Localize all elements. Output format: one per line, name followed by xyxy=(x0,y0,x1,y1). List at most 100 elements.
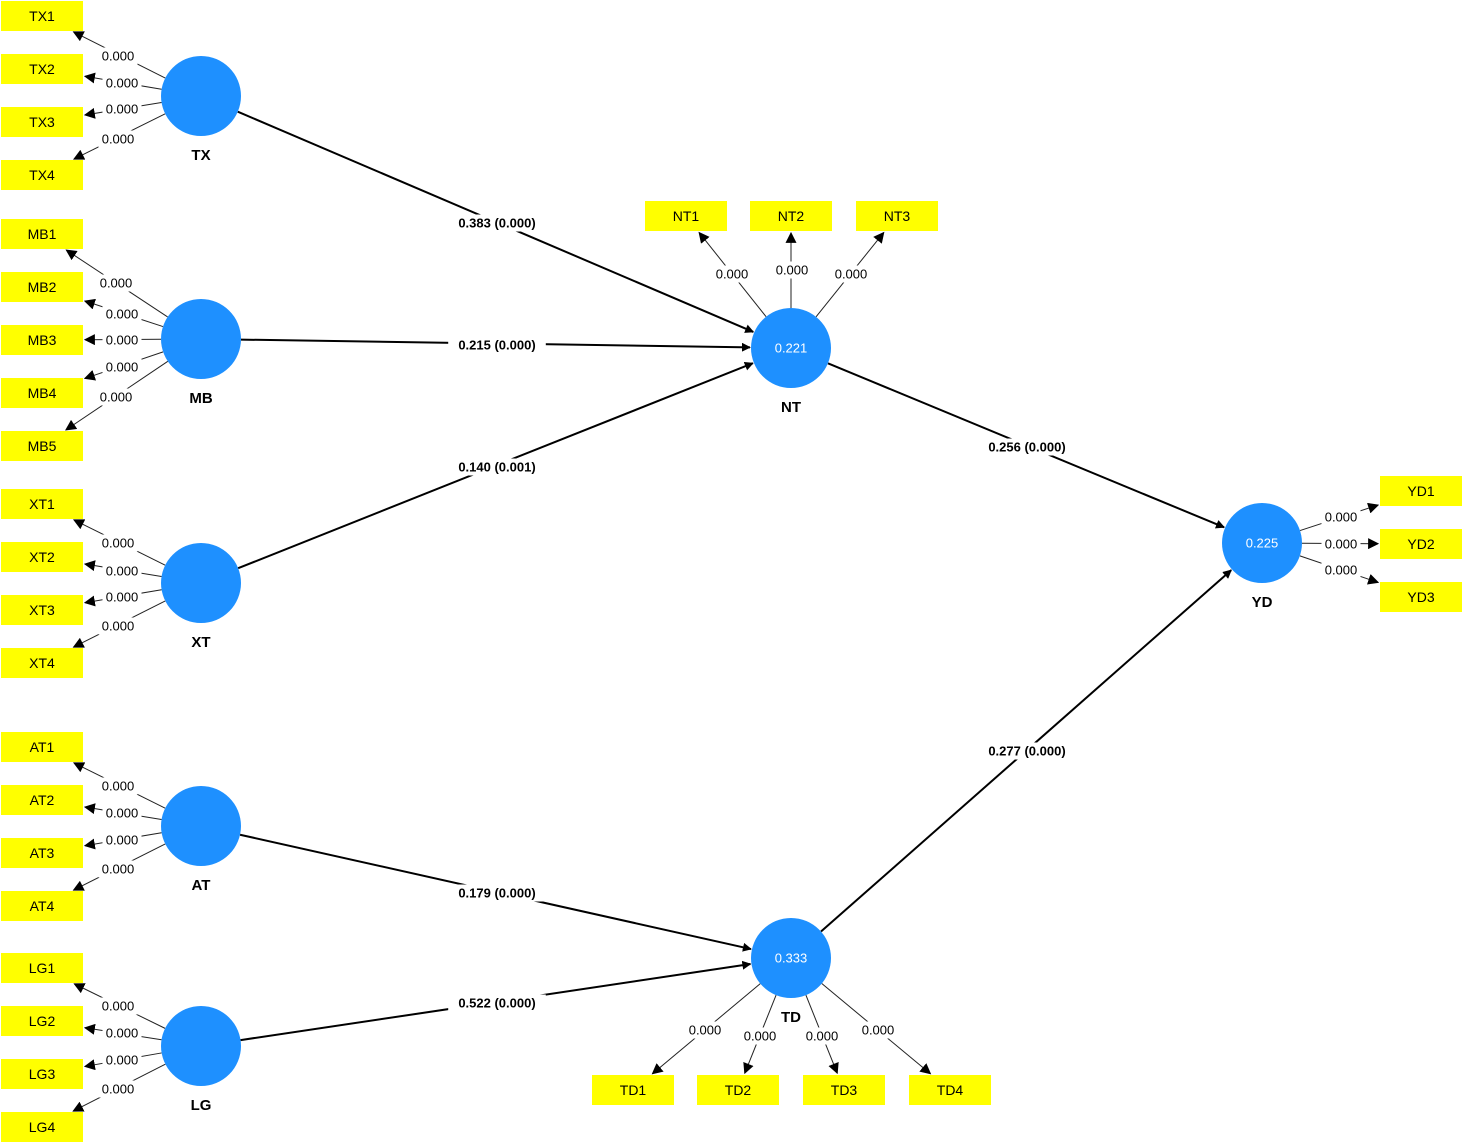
loading-pvalue-at3-bg xyxy=(102,831,142,849)
loading-pvalue-at2-bg xyxy=(102,804,142,822)
indicator-box xyxy=(1,595,83,625)
indicator-xt2[interactable]: XT2 xyxy=(1,542,83,572)
loading-pvalue-lg2-bg xyxy=(102,1024,142,1042)
indicator-label: MB3 xyxy=(28,332,57,348)
indicator-yd3[interactable]: YD3 xyxy=(1380,582,1462,612)
loading-pvalue-tx2-bg xyxy=(102,74,142,92)
loading-pvalue-xt3: 0.000 xyxy=(106,590,139,605)
latent-name: YD xyxy=(1252,594,1273,611)
indicator-yd2[interactable]: YD2 xyxy=(1380,529,1462,559)
r-squared-value: 0.225 xyxy=(1246,536,1279,551)
loading-pvalue-mb1-group: 0.000 xyxy=(96,274,136,292)
indicator-nt2[interactable]: NT2 xyxy=(750,201,832,231)
indicator-td1[interactable]: TD1 xyxy=(592,1075,674,1105)
loading-pvalue-mb5: 0.000 xyxy=(100,390,133,405)
loading-pvalue-xt2: 0.000 xyxy=(106,564,139,579)
indicator-box xyxy=(1,160,83,190)
loading-pvalue-tx4-bg xyxy=(98,130,138,148)
latent-name: TD xyxy=(781,1009,801,1026)
latent-node-xt[interactable]: XT xyxy=(161,543,241,651)
loading-pvalue-lg4-bg xyxy=(98,1080,138,1098)
indicator-lg1[interactable]: LG1 xyxy=(1,953,83,983)
indicator-tx1[interactable]: TX1 xyxy=(1,1,83,31)
indicator-label: MB4 xyxy=(28,385,57,401)
indicator-tx3[interactable]: TX3 xyxy=(1,107,83,137)
indicator-lg4[interactable]: LG4 xyxy=(1,1112,83,1142)
loading-pvalue-mb3-bg xyxy=(102,331,142,349)
loading-pvalue-nt2: 0.000 xyxy=(776,263,809,278)
indicator-at2[interactable]: AT2 xyxy=(1,785,83,815)
loading-pvalue-tx3: 0.000 xyxy=(106,102,139,117)
indicator-nt3[interactable]: NT3 xyxy=(856,201,938,231)
loading-pvalue-mb4-bg xyxy=(102,358,142,376)
indicator-box xyxy=(1,953,83,983)
indicator-label: TX3 xyxy=(29,114,55,130)
latent-node-tx[interactable]: TX xyxy=(161,56,241,164)
loading-pvalue-nt1: 0.000 xyxy=(716,267,749,282)
indicator-lg3[interactable]: LG3 xyxy=(1,1059,83,1089)
loading-pvalue-nt3-group: 0.000 xyxy=(831,265,871,283)
indicator-nt1[interactable]: NT1 xyxy=(645,201,727,231)
indicator-label: MB2 xyxy=(28,279,57,295)
indicator-yd1[interactable]: YD1 xyxy=(1380,476,1462,506)
indicator-mb3[interactable]: MB3 xyxy=(1,325,83,355)
indicator-at4[interactable]: AT4 xyxy=(1,891,83,921)
path-coef-label-nt-yd: 0.256 (0.000) xyxy=(988,440,1065,455)
indicator-mb2[interactable]: MB2 xyxy=(1,272,83,302)
indicator-label: TX2 xyxy=(29,61,55,77)
latent-name: TX xyxy=(191,147,210,164)
indicator-label: XT2 xyxy=(29,549,55,565)
indicator-xt4[interactable]: XT4 xyxy=(1,648,83,678)
indicator-box xyxy=(1,542,83,572)
indicator-tx2[interactable]: TX2 xyxy=(1,54,83,84)
latent-node-at[interactable]: AT xyxy=(161,786,241,894)
indicator-label: TX1 xyxy=(29,8,55,24)
path-coef-label-nt-yd-bg xyxy=(978,438,1076,456)
indicator-td3[interactable]: TD3 xyxy=(803,1075,885,1105)
indicator-xt1[interactable]: XT1 xyxy=(1,489,83,519)
indicator-td4[interactable]: TD4 xyxy=(909,1075,991,1105)
indicator-lg2[interactable]: LG2 xyxy=(1,1006,83,1036)
indicator-label: MB5 xyxy=(28,438,57,454)
path-coef-label-td-yd-bg xyxy=(978,742,1076,760)
r-squared-value: 0.333 xyxy=(775,951,808,966)
latent-name: LG xyxy=(191,1097,212,1114)
indicator-box xyxy=(1,325,83,355)
indicator-box xyxy=(1,648,83,678)
indicator-label: LG3 xyxy=(29,1066,56,1082)
latent-name: XT xyxy=(191,634,210,651)
indicator-td2[interactable]: TD2 xyxy=(697,1075,779,1105)
r-squared-value: 0.221 xyxy=(775,341,808,356)
indicator-label: LG4 xyxy=(29,1119,56,1135)
indicator-xt3[interactable]: XT3 xyxy=(1,595,83,625)
indicator-at1[interactable]: AT1 xyxy=(1,732,83,762)
loading-pvalue-xt3-bg xyxy=(102,588,142,606)
indicator-label: NT2 xyxy=(778,208,805,224)
indicator-label: TD2 xyxy=(725,1082,752,1098)
latent-node-mb[interactable]: MB xyxy=(161,299,241,407)
loading-pvalue-at3: 0.000 xyxy=(106,833,139,848)
loading-pvalue-mb1: 0.000 xyxy=(100,276,133,291)
loading-pvalue-td1: 0.000 xyxy=(689,1023,722,1038)
path-coef-label-at-td: 0.179 (0.000) xyxy=(458,886,535,901)
loading-pvalue-tx3-group: 0.000 xyxy=(102,100,142,118)
indicator-label: AT3 xyxy=(30,845,55,861)
indicator-box xyxy=(1,54,83,84)
indicator-at3[interactable]: AT3 xyxy=(1,838,83,868)
loading-pvalue-tx3-bg xyxy=(102,100,142,118)
latent-node-lg[interactable]: LG xyxy=(161,1006,241,1114)
loading-pvalue-lg4: 0.000 xyxy=(102,1082,135,1097)
loading-pvalue-at2: 0.000 xyxy=(106,806,139,821)
indicator-mb4[interactable]: MB4 xyxy=(1,378,83,408)
indicator-box xyxy=(1380,476,1462,506)
loading-pvalue-at1: 0.000 xyxy=(102,779,135,794)
loading-pvalue-lg1: 0.000 xyxy=(102,999,135,1014)
indicator-tx4[interactable]: TX4 xyxy=(1,160,83,190)
indicator-mb5[interactable]: MB5 xyxy=(1,431,83,461)
indicator-mb1[interactable]: MB1 xyxy=(1,219,83,249)
loading-pvalue-mb2: 0.000 xyxy=(106,307,139,322)
